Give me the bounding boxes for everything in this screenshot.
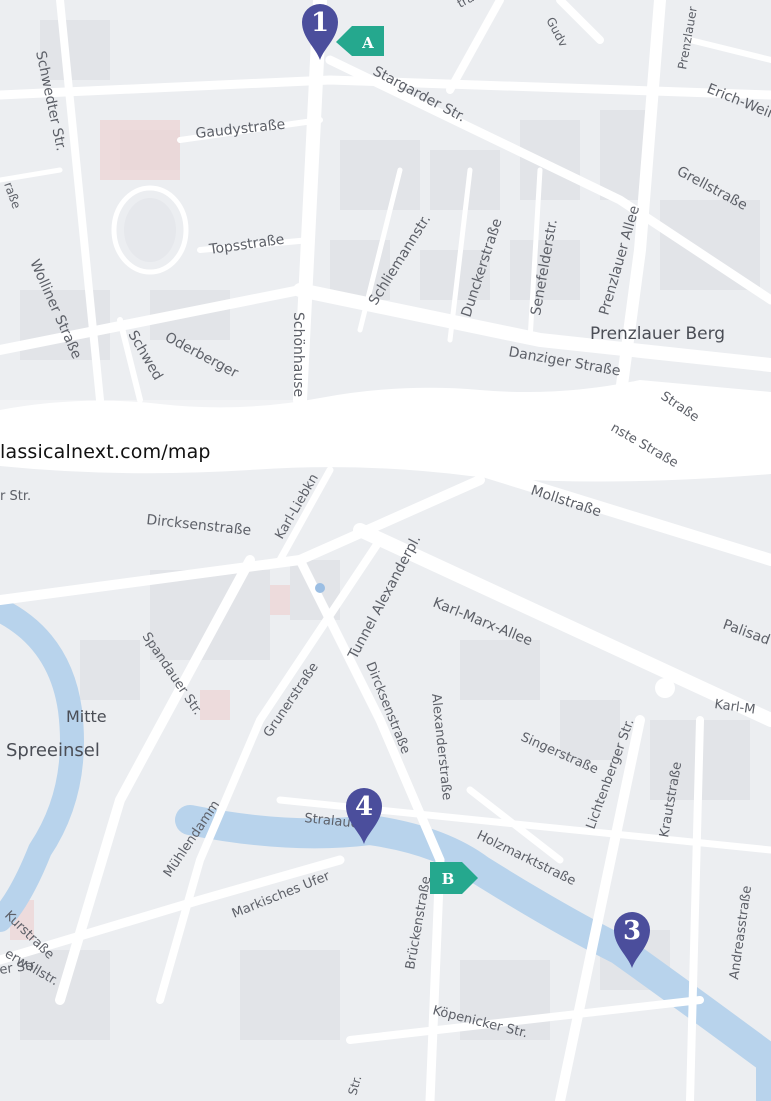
street-label: Str. [345,1074,364,1097]
street-label: er Str. [0,958,39,978]
bottom-map-section: r Str. Dircksenstraße Karl-Liebkn Mollst… [0,389,771,1101]
tag-marker-icon [336,26,384,56]
district-label: Prenzlauer Berg [590,324,725,344]
marker-label: B [442,870,455,888]
tag-marker-icon [430,862,478,894]
map-pin-icon [346,788,382,844]
marker-A[interactable]: A [336,26,384,56]
district-label: Mitte [66,707,107,726]
marker-1[interactable]: 1 [302,4,338,60]
map-pin-icon [302,4,338,60]
district-label: Spreeinsel [6,740,100,761]
top-map-section: Schwedter Str. Gaudystraße Stargarder St… [0,0,771,407]
map-url-caption[interactable]: lassicalnext.com/map [0,441,211,463]
marker-3[interactable]: 3 [614,912,650,968]
marker-4[interactable]: 4 [346,788,382,844]
marker-B[interactable]: B [430,862,478,894]
marker-label: A [361,34,374,52]
map-pin-icon [614,912,650,968]
street-label: Karl-M [713,697,756,718]
torn-paper-edge [0,380,771,466]
marker-label: 3 [623,916,641,946]
marker-label: 4 [355,792,373,822]
street-label: r Str. [0,489,31,504]
street-label: Schönhause [290,312,306,397]
marker-label: 1 [311,8,329,38]
